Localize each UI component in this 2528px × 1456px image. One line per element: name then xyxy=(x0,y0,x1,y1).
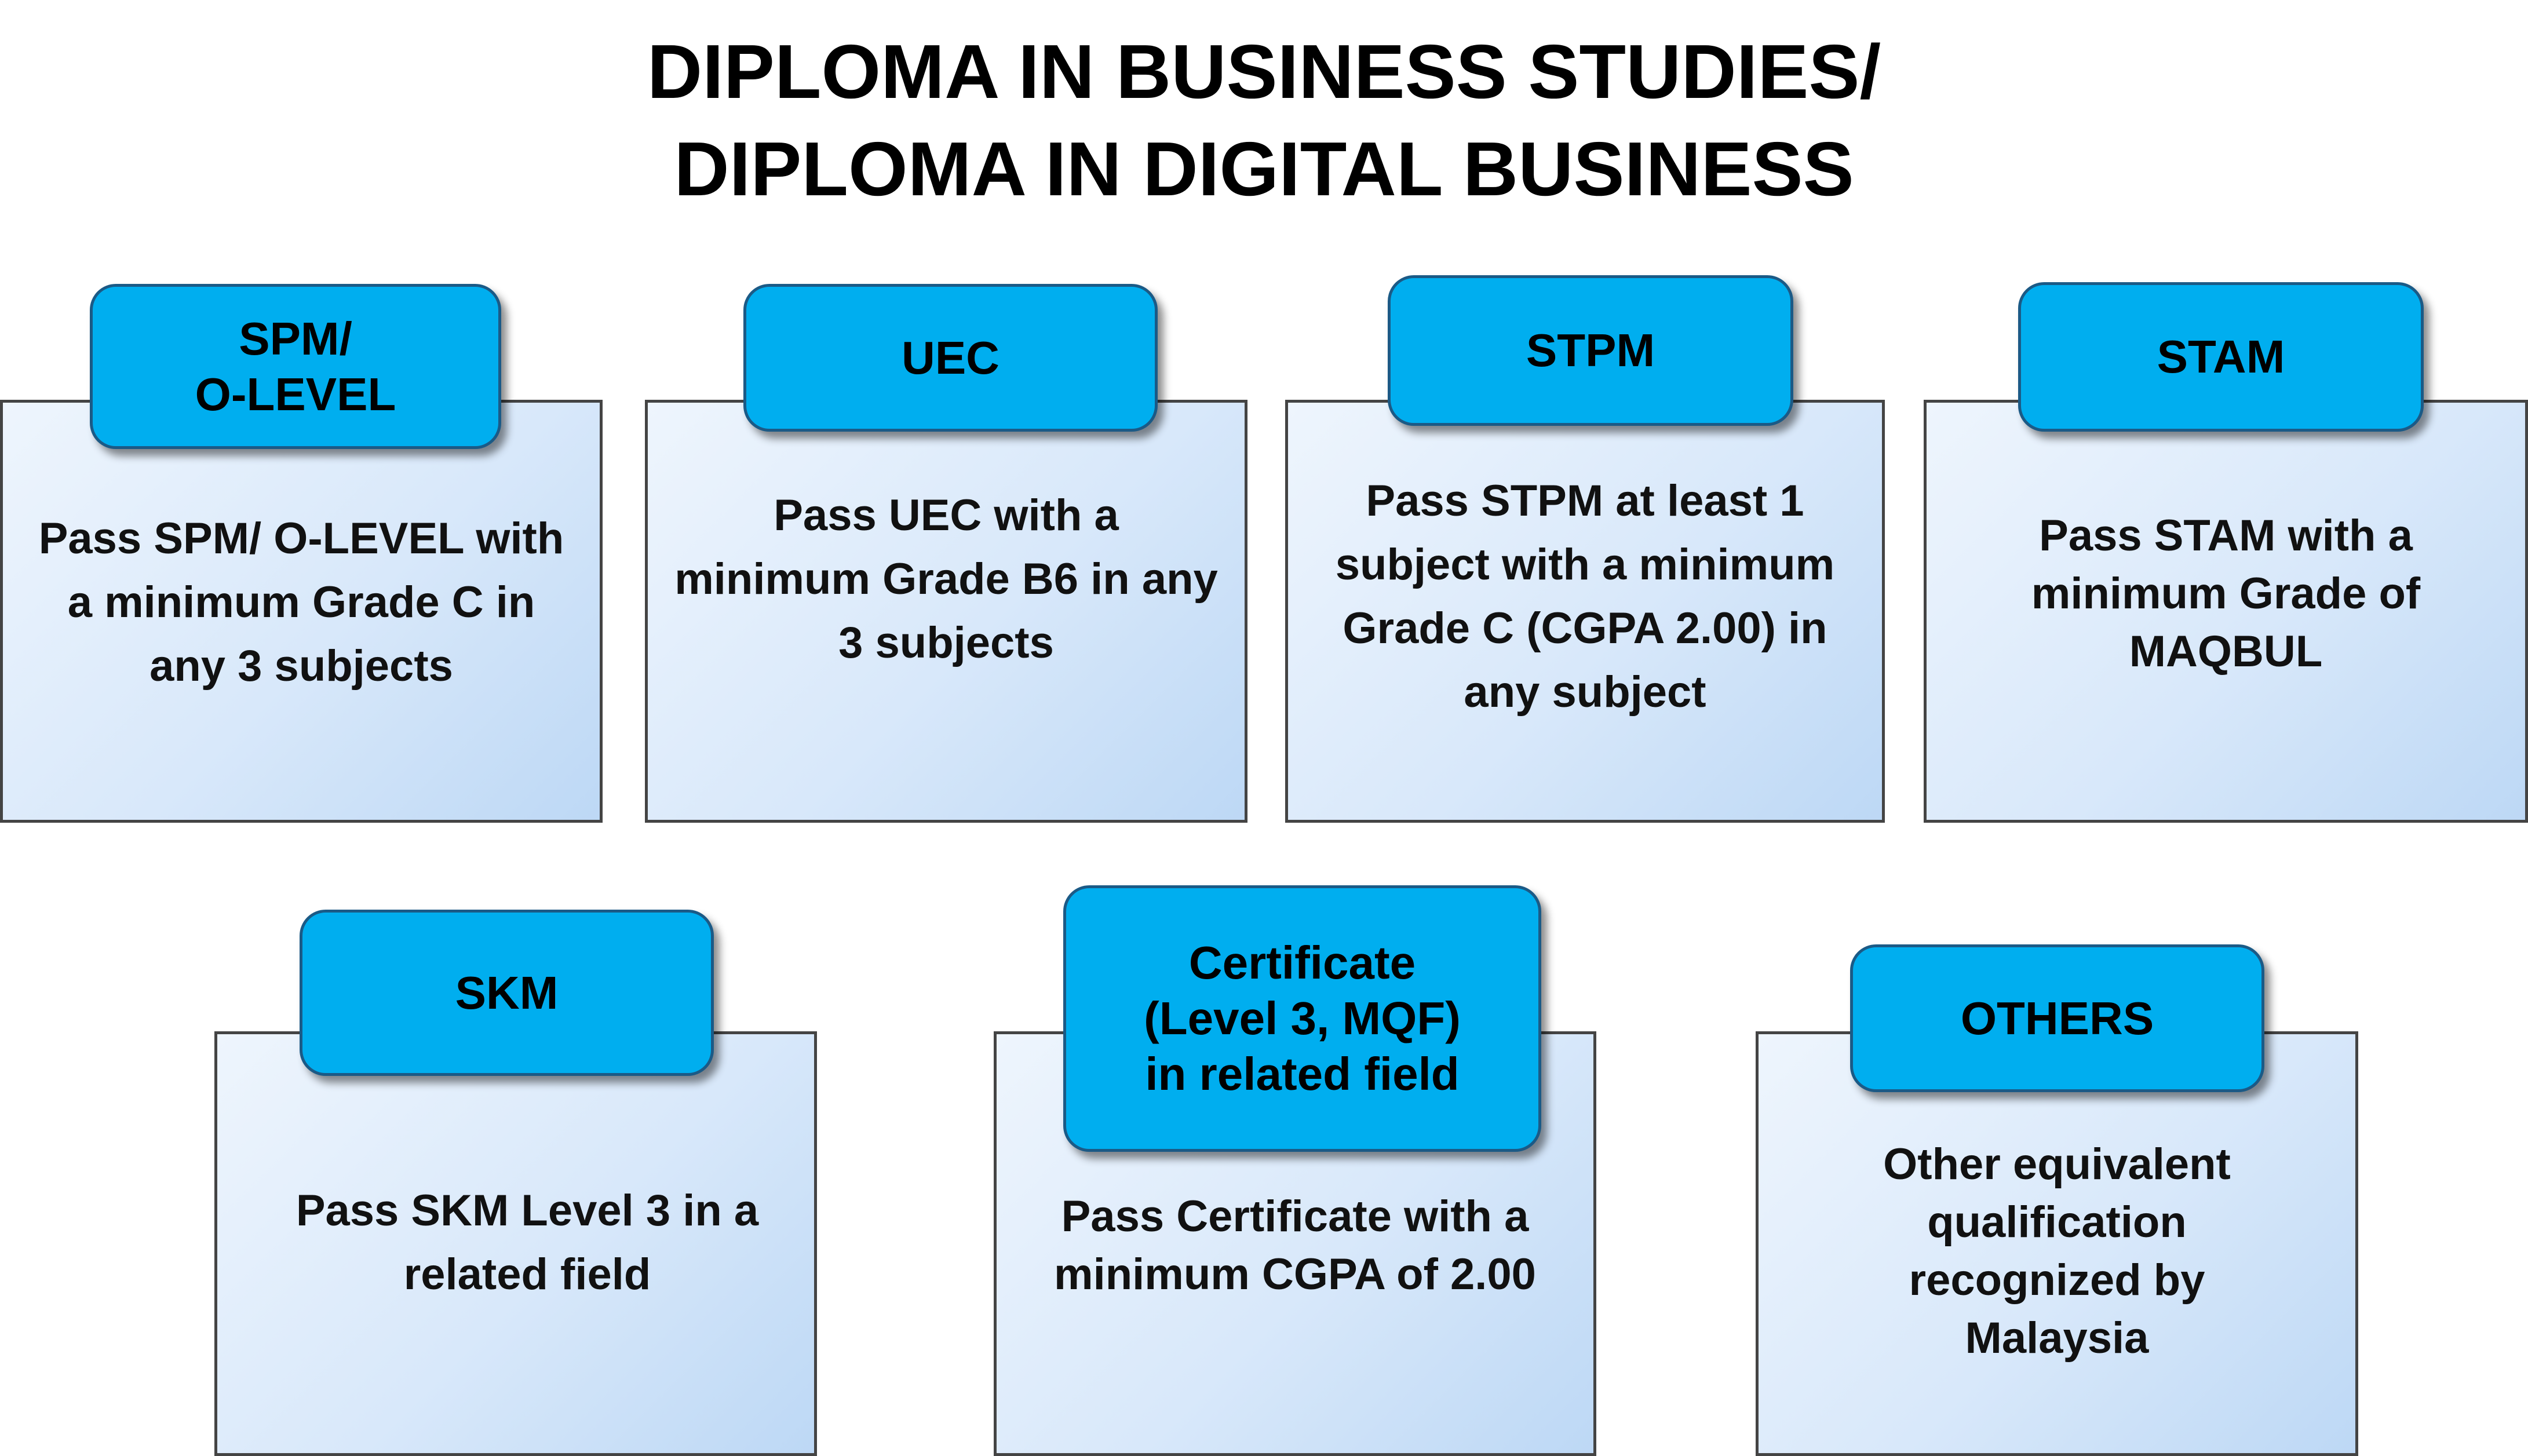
tab-skm: SKM xyxy=(300,910,714,1076)
card-others-requirement: Other equivalent qualification recognize… xyxy=(1883,1140,2231,1363)
tab-stam: STAM xyxy=(2018,282,2424,432)
page-title: DIPLOMA IN BUSINESS STUDIES/ DIPLOMA IN … xyxy=(0,23,2528,218)
tab-others: OTHERS xyxy=(1850,944,2264,1092)
tab-spm-o-level: SPM/ O-LEVEL xyxy=(90,284,501,449)
card-stam-requirement: Pass STAM with a minimum Grade of MAQBUL xyxy=(2031,511,2421,676)
card-stpm-requirement: Pass STPM at least 1 subject with a mini… xyxy=(1335,476,1835,717)
card-certificate-requirement: Pass Certificate with a minimum CGPA of … xyxy=(1054,1192,1536,1299)
card-stpm: Pass STPM at least 1 subject with a mini… xyxy=(1285,400,1885,823)
title-line-2: DIPLOMA IN DIGITAL BUSINESS xyxy=(674,126,1854,211)
card-spm: Pass SPM/ O-LEVEL with a minimum Grade C… xyxy=(0,400,603,823)
card-others: Other equivalent qualification recognize… xyxy=(1756,1031,2358,1456)
card-skm-requirement: Pass SKM Level 3 in a related field xyxy=(296,1186,759,1299)
card-stam: Pass STAM with a minimum Grade of MAQBUL xyxy=(1924,400,2528,823)
tab-stpm: STPM xyxy=(1388,275,1793,426)
tab-uec: UEC xyxy=(743,284,1158,432)
tab-certificate: Certificate (Level 3, MQF) in related fi… xyxy=(1063,885,1541,1152)
card-uec-requirement: Pass UEC with a minimum Grade B6 in any … xyxy=(674,491,1218,667)
card-spm-requirement: Pass SPM/ O-LEVEL with a minimum Grade C… xyxy=(38,514,564,691)
card-skm: Pass SKM Level 3 in a related field xyxy=(214,1031,817,1456)
card-uec: Pass UEC with a minimum Grade B6 in any … xyxy=(645,400,1247,823)
title-line-1: DIPLOMA IN BUSINESS STUDIES/ xyxy=(647,29,1881,114)
